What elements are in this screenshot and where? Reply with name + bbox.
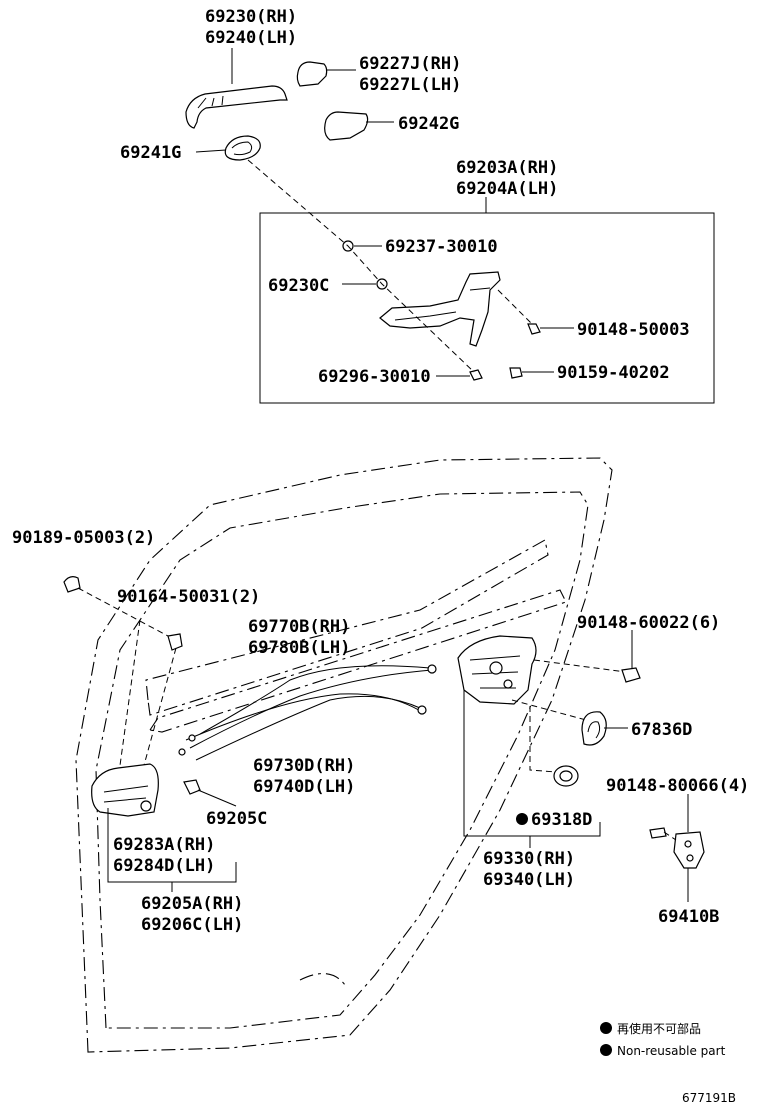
dashed-guide-lock-seal [511,699,587,721]
label-69296: 69296-30010 [318,367,431,387]
non-reusable-marker-69318d [516,813,528,825]
label-90148-50003: 90148-50003 [577,320,690,340]
label-inner-handle-lh: 69284D(LH) [113,856,215,876]
dashed-guide-clip-down [139,647,177,781]
label-69230c: 69230C [268,276,329,296]
bracket-lock-right [530,822,601,837]
dashed-guide-frame [497,289,533,325]
label-69237: 69237-30010 [385,237,498,257]
grommet-69318d [553,765,579,787]
bracket-inner-handle [107,808,237,892]
legend-bullet-jp [600,1022,612,1034]
handle-pad-69241g [224,135,261,161]
seal-67836d [581,711,607,746]
label-outer-handle-lh: 69240(LH) [205,28,297,48]
label-69205c: 69205C [206,809,267,829]
dashed-guide-striker [663,831,677,841]
dashed-guide-top [247,159,475,373]
label-67836d: 67836D [631,720,692,740]
figure-id: 677191B [682,1091,736,1105]
legend-text-jp: 再使用不可部品 [617,1021,701,1036]
screw-90148-80066-icon [649,827,667,839]
label-inner-handle-assy-rh: 69205A(RH) [141,894,243,914]
label-69318d: 69318D [531,810,592,830]
dashed-guide-clips [77,587,169,637]
bolt-90148-50003-icon [527,323,541,335]
label-cable-lower-lh: 69740D(LH) [253,777,355,797]
legend: 再使用不可部品 Non-reusable part [600,1021,726,1058]
dashed-guide-lock-screw [533,659,627,673]
clip-90164-icon [167,633,183,651]
label-outer-handle-rh: 69230(RH) [205,7,297,27]
label-handle-cover-rh: 69227J(RH) [359,54,461,74]
label-cable-upper-lh: 69780B(LH) [248,638,350,658]
label-clip-90189: 90189-05003(2) [12,528,155,548]
label-clip-90164: 90164-50031(2) [117,587,260,607]
label-inner-handle-assy-lh: 69206C(LH) [141,915,243,935]
dashed-guide-lock-down [529,706,557,773]
label-90159: 90159-40202 [557,363,670,383]
door-lock-assembly [457,635,537,705]
label-69242g: 69242G [398,114,459,134]
screw-69205c-icon [183,779,201,795]
label-69410b: 69410B [658,907,719,927]
frame-assembly-box [259,212,715,404]
label-inner-handle-rh: 69283A(RH) [113,835,215,855]
label-handle-cover-lh: 69227L(LH) [359,75,461,95]
label-frame-rh: 69203A(RH) [456,158,558,178]
bolt-90159-icon [509,367,523,379]
label-cable-lower-rh: 69730D(RH) [253,756,355,776]
cap-icon [140,800,152,812]
clip-90189-icon [63,576,81,593]
outer-door-handle [185,78,288,129]
bracket-lock-assy [463,690,531,848]
frame-bracket [379,271,501,347]
handle-cover-part [296,61,328,87]
label-lock-assy-rh: 69330(RH) [483,849,575,869]
control-cables [178,664,437,761]
legend-bullet-en [600,1044,612,1056]
label-69241g: 69241G [120,143,181,163]
label-cable-upper-rh: 69770B(RH) [248,617,350,637]
dashed-guide-left [117,619,141,781]
label-lock-assy-lh: 69340(LH) [483,870,575,890]
label-frame-lh: 69204A(LH) [456,179,558,199]
legend-text-en: Non-reusable part [617,1044,726,1058]
bolt-69296-icon [469,369,483,381]
striker-69410b [673,831,705,869]
leader-69241g [195,149,227,153]
leader-69205c [197,789,237,807]
handle-pad-69242g [324,111,369,141]
label-90148-80066: 90148-80066(4) [606,776,749,796]
label-90148-60022: 90148-60022(6) [577,613,720,633]
door-outline [75,457,613,1053]
screw-90148-60022-icon [621,667,641,683]
